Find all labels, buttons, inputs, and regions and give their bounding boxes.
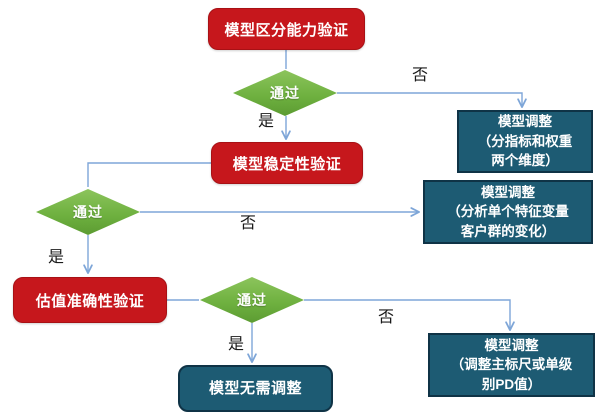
node-label: 估值准确性验证 (35, 292, 145, 310)
edge-label-no-2: 否 (240, 215, 257, 232)
node-model-adjust-2: 模型调整 （分析单个特征变量 客户群的变化） (423, 180, 593, 244)
node-model-stability-validation: 模型稳定性验证 (211, 142, 363, 184)
node-model-discrimination-validation: 模型区分能力验证 (208, 8, 365, 50)
decision-pass-2: 通过 (36, 189, 140, 235)
node-no-adjustment-needed: 模型无需调整 (178, 365, 333, 412)
node-label: 模型稳定性验证 (232, 155, 342, 173)
edge-decision1-no (337, 92, 527, 109)
node-label: 模型无需调整 (208, 379, 302, 397)
node-model-adjust-1: 模型调整 （分指标和权重 两个维度） (457, 110, 593, 173)
decision-label: 通过 (73, 204, 103, 220)
edge-label-no-3: 否 (378, 309, 395, 326)
node-model-adjust-3: 模型调整 （调整主标尺或单级 别PD值） (428, 333, 595, 397)
edge-step2-to-decision2 (87, 162, 211, 187)
node-label: 模型调整 （调整主标尺或单级 别PD值） (450, 337, 573, 392)
edge-decision3-no (304, 299, 515, 332)
node-label: 模型区分能力验证 (224, 21, 349, 39)
edge-label-no-1: 否 (412, 67, 429, 84)
decision-label: 通过 (237, 292, 267, 308)
node-label: 模型调整 （分指标和权重 两个维度） (477, 114, 573, 169)
decision-pass-3: 通过 (200, 277, 304, 323)
edge-label-yes-1: 是 (258, 113, 275, 130)
node-label: 模型调整 （分析单个特征变量 客户群的变化） (447, 184, 569, 239)
edge-label-yes-2: 是 (48, 249, 65, 266)
node-valuation-accuracy-validation: 估值准确性验证 (13, 277, 167, 323)
decision-label: 通过 (270, 85, 300, 101)
edge-label-yes-3: 是 (228, 336, 245, 353)
decision-pass-1: 通过 (233, 70, 337, 116)
